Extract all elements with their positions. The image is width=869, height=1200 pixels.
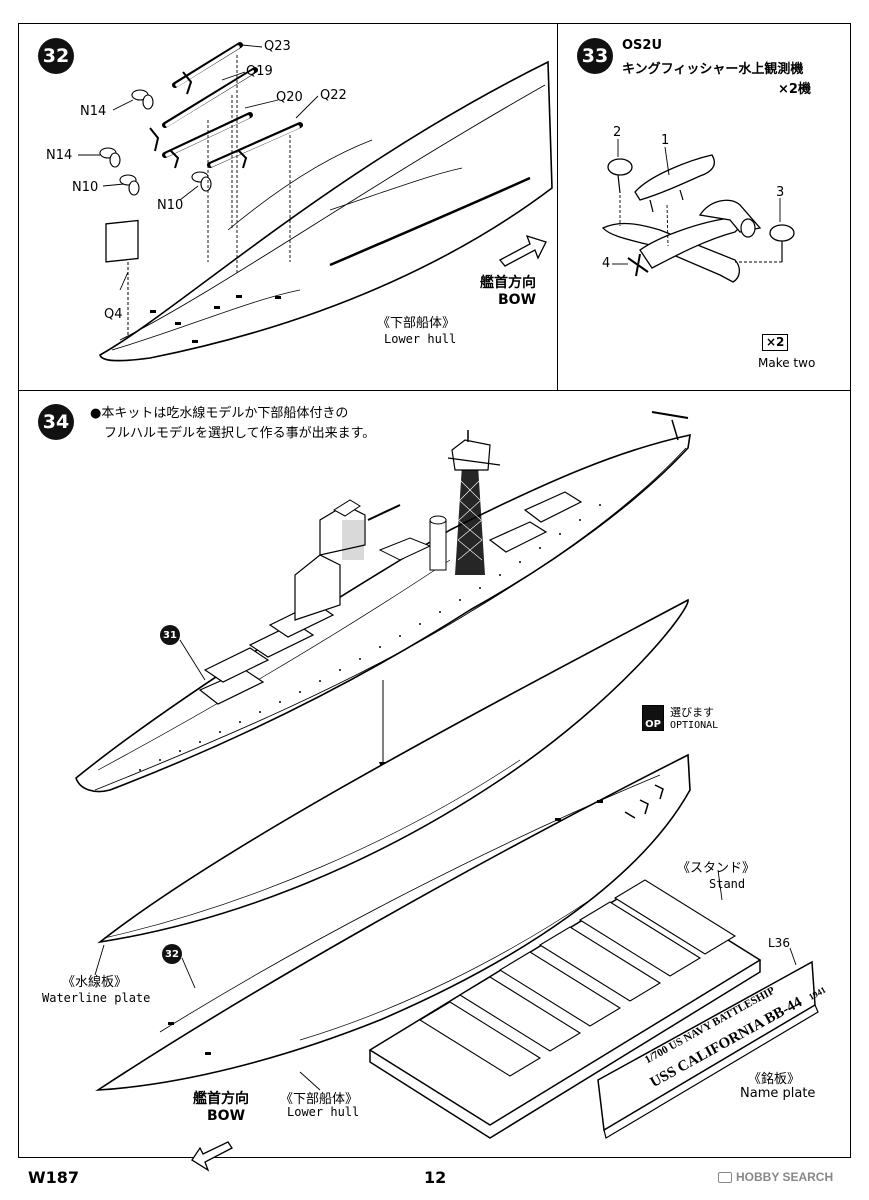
reference-step-32-badge: 32 [162,944,182,964]
part-label-q20: Q20 [276,90,303,105]
lower-hull-jp-32: 《下部船体》 [377,316,456,331]
part-label-n14-a: N14 [80,104,107,119]
step-33-badge: 33 [577,38,613,74]
step-32-badge: 32 [38,38,74,74]
aircraft-part-3: 3 [776,185,785,200]
kit-note-line1: ●本キットは吃水線モデルか下部船体付きの [90,406,349,421]
aircraft-model: OS2U [622,38,663,53]
part-label-l36: L36 [768,936,790,950]
step-34-badge: 34 [38,404,74,440]
make-two-badge: ×2 [762,334,789,351]
part-label-q19: Q19 [246,64,273,79]
kingfisher-aircraft-drawing [601,139,795,283]
optional-badge: OP [642,705,664,731]
bow-direction-jp-34: 艦首方向 [193,1091,249,1107]
waterline-label-en: Waterline plate [42,991,151,1005]
aircraft-part-2: 2 [613,125,622,140]
lower-hull-en-32: Lower hull [384,332,457,346]
camera-icon [718,1171,732,1183]
stand-label-jp: 《スタンド》 [677,861,756,876]
lower-hull-jp-34: 《下部船体》 [280,1092,359,1107]
step-34-panel [18,390,851,1158]
waterline-label-jp: 《水線板》 [62,975,128,990]
bow-direction-jp-32: 艦首方向 [480,275,536,291]
make-two-label: Make two [758,356,816,370]
kit-note-line2: フルハルモデルを選択して作る事が出来ます。 [104,426,376,441]
part-label-n10-b: N10 [157,198,184,213]
aircraft-part-1: 1 [661,133,670,148]
nameplate-label-en: Name plate [740,1086,816,1101]
optional-badge-text: OP [645,719,661,730]
stand-label-en: Stand [709,877,746,891]
part-label-q22: Q22 [320,88,347,103]
watermark-text: HOBBY SEARCH [736,1170,834,1184]
lower-hull-drawing-32 [78,42,553,362]
aircraft-part-4: 4 [602,256,611,271]
lower-hull-en-34: Lower hull [287,1105,360,1119]
part-label-n14-b: N14 [46,148,73,163]
aircraft-quantity: ×2機 [778,82,811,97]
kit-code: W187 [28,1168,80,1187]
part-label-q23: Q23 [264,39,291,54]
hobby-search-watermark: HOBBY SEARCH [718,1170,833,1184]
page-number: 12 [424,1168,447,1187]
nameplate-label-jp: 《銘板》 [748,1072,801,1087]
optional-label-en: OPTIONAL [670,720,719,731]
part-label-n10-a: N10 [72,180,99,195]
bow-direction-en-34: BOW [207,1108,246,1124]
optional-label-jp: 選びます [670,706,714,719]
reference-step-31-badge: 31 [160,625,180,645]
part-label-q4: Q4 [104,307,123,322]
bow-direction-en-32: BOW [498,292,537,308]
aircraft-name-jp: キングフィッシャー水上観測機 [622,62,804,77]
